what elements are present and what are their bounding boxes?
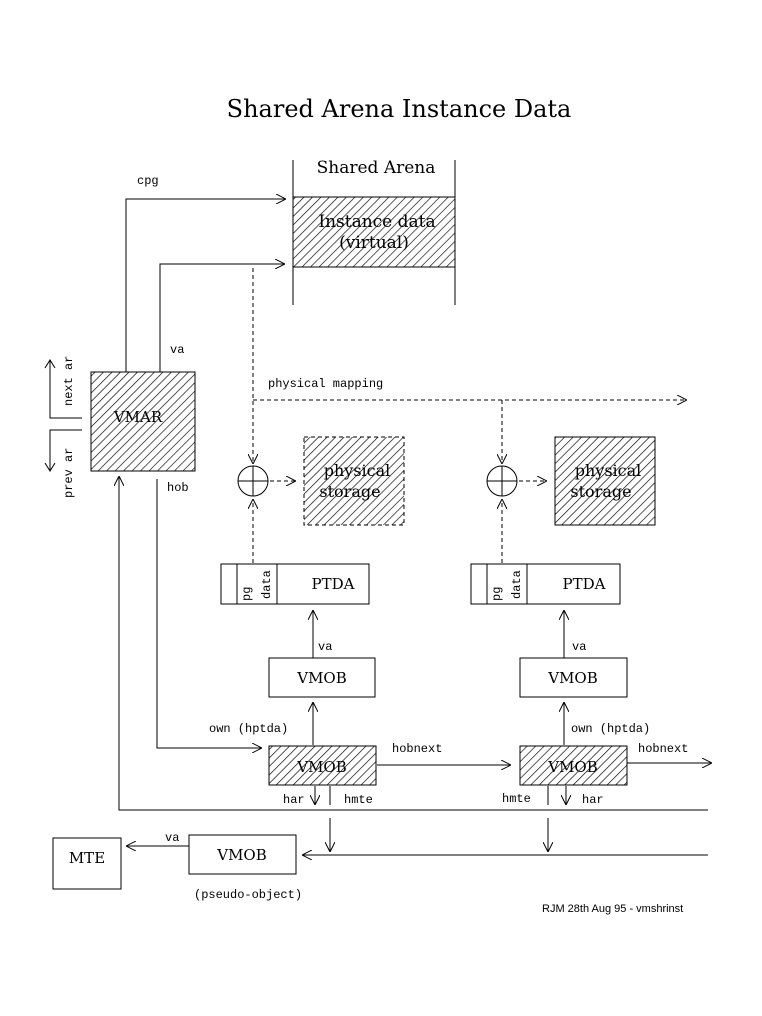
data-label-right: data	[510, 570, 524, 599]
pg-label-right: pg	[490, 587, 504, 601]
physical-label-right: physical	[575, 461, 642, 480]
ptda-box-right	[470, 563, 621, 605]
vmar-box	[90, 371, 196, 472]
cpg-arrow	[125, 199, 286, 372]
physical-label-left: physical	[324, 461, 391, 480]
physical-storage-left	[303, 436, 405, 526]
va-label-vmar: va	[170, 343, 184, 357]
left-column: physical storage pg data PTDA va VMOB ow…	[209, 436, 405, 807]
har-chain-arrow	[119, 476, 708, 811]
hobnext-label-1: hobnext	[392, 742, 442, 756]
pg-label-left: pg	[240, 587, 254, 601]
shared-arena-heading: Shared Arena	[317, 158, 436, 178]
vmob-label-pseudo: VMOB	[216, 846, 267, 864]
vmob-label-right-bottom: VMOB	[547, 758, 598, 776]
vmob-label-right-top: VMOB	[547, 669, 598, 687]
va-arrow-top	[159, 264, 285, 372]
shared-arena: Shared Arena Instance data (virtual)	[292, 158, 456, 305]
diagram-title: Shared Arena Instance Data	[227, 95, 572, 123]
right-column: physical storage pg data PTDA va VMOB ow…	[470, 436, 656, 807]
instance-data-box	[292, 196, 456, 268]
next-ar-bracket	[49, 364, 82, 419]
ptda-label-right: PTDA	[563, 575, 606, 593]
har-label-right: har	[582, 793, 604, 807]
hmte-label-right: hmte	[502, 792, 531, 806]
har-label-left: har	[283, 793, 305, 807]
prev-ar-bracket	[49, 429, 82, 471]
vmob-box-right-top	[519, 657, 628, 698]
physical-storage-right	[554, 436, 656, 526]
mte-box	[52, 837, 122, 890]
cpg-label: cpg	[137, 174, 159, 188]
vmob-box-right-bottom	[519, 745, 628, 786]
instance-data-sublabel: (virtual)	[339, 233, 409, 253]
storage-label-left: storage	[319, 482, 380, 501]
hmte-label-left: hmte	[344, 793, 373, 807]
vmob-box-pseudo	[188, 834, 297, 875]
hobnext-label-2: hobnext	[638, 742, 688, 756]
va-label-right: va	[572, 640, 586, 654]
vmob-box-left-bottom	[268, 745, 377, 786]
next-ar-label: next ar	[62, 356, 76, 406]
storage-label-right: storage	[570, 482, 631, 501]
vmar-label: VMAR	[113, 408, 163, 426]
instance-data-label: Instance data	[318, 212, 435, 232]
ptda-box-left	[220, 563, 370, 605]
own-label-left: own (hptda)	[209, 722, 288, 736]
own-label-right: own (hptda)	[571, 722, 650, 736]
pseudo-object-label: (pseudo-object)	[194, 888, 302, 902]
ptda-label-left: PTDA	[312, 575, 355, 593]
prev-ar-label: prev ar	[62, 448, 76, 498]
mte-label: MTE	[69, 849, 105, 867]
va-label-mte: va	[165, 831, 179, 845]
data-label-left: data	[260, 570, 274, 599]
footer-credit: RJM 28th Aug 95 - vmshrinst	[542, 903, 683, 915]
vmob-box-left-top	[268, 657, 376, 698]
vmob-label-left-top: VMOB	[296, 669, 347, 687]
hob-label: hob	[167, 481, 189, 495]
vmob-label-left-bottom: VMOB	[296, 758, 347, 776]
hob-arrow	[156, 479, 262, 748]
va-label-left: va	[318, 640, 332, 654]
physical-mapping-label: physical mapping	[268, 377, 383, 391]
